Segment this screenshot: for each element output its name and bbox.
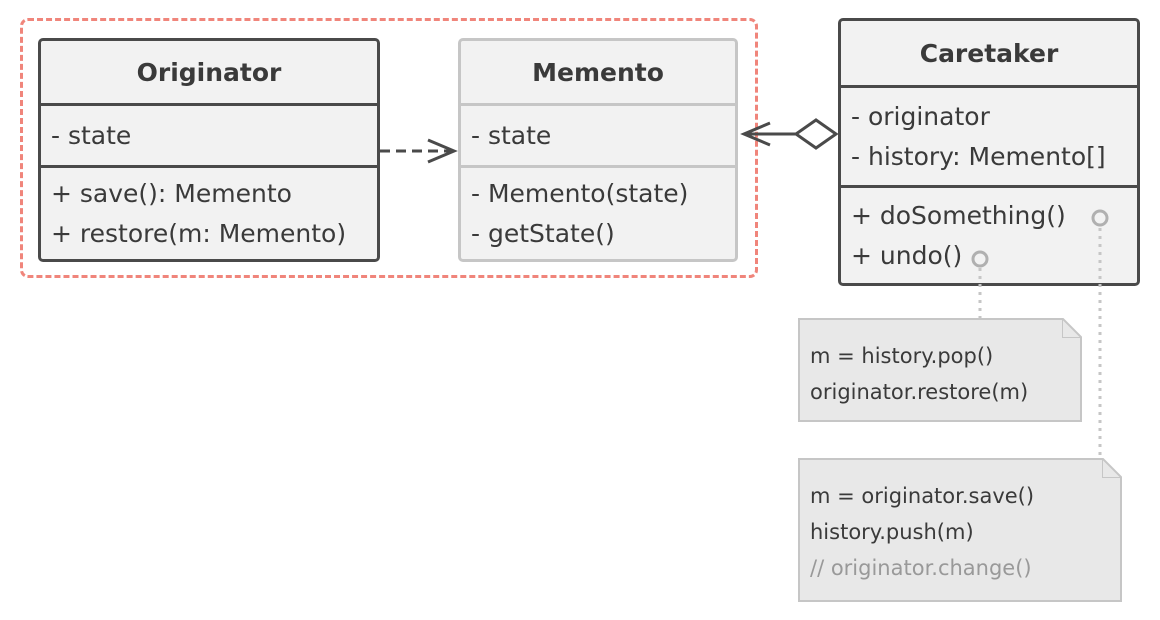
caretaker-methods: + doSomething() + undo() bbox=[841, 185, 1137, 283]
dosomething-note-line: history.push(m) bbox=[810, 520, 974, 544]
memento-fields: - state bbox=[461, 103, 735, 165]
memento-method-constructor: - Memento(state) bbox=[471, 178, 689, 208]
originator-method-save: + save(): Memento bbox=[51, 178, 292, 208]
aggregation-diamond-icon bbox=[793, 118, 839, 150]
nested-class-group-border bbox=[20, 18, 758, 278]
memento-methods: - Memento(state) - getState() bbox=[461, 165, 735, 259]
originator-fields: - state bbox=[41, 103, 377, 165]
caretaker-class: Caretaker - originator - history: Mement… bbox=[838, 18, 1140, 286]
caretaker-fields: - originator - history: Memento[] bbox=[841, 85, 1137, 185]
memento-class-title: Memento bbox=[532, 57, 664, 87]
dosomething-note-comment: // originator.change() bbox=[810, 556, 1032, 580]
dependency-arrowhead-icon bbox=[427, 138, 458, 164]
aggregation-arrowhead-icon bbox=[740, 121, 771, 147]
note-fold-corner-icon bbox=[1062, 318, 1082, 338]
memento-method-getstate: - getState() bbox=[471, 218, 615, 248]
memento-class: Memento - state - Memento(state) - getSt… bbox=[458, 38, 738, 262]
caretaker-method-dosomething: + doSomething() bbox=[851, 200, 1066, 230]
caretaker-class-title: Caretaker bbox=[919, 38, 1059, 68]
dosomething-note-line: m = originator.save() bbox=[810, 484, 1035, 508]
originator-field-state: - state bbox=[51, 120, 132, 150]
originator-class-title: Originator bbox=[136, 57, 282, 87]
originator-method-restore: + restore(m: Memento) bbox=[51, 218, 347, 248]
memento-field-state: - state bbox=[471, 120, 552, 150]
caretaker-field-history: - history: Memento[] bbox=[851, 141, 1106, 171]
undo-code-note: m = history.pop() originator.restore(m) bbox=[798, 318, 1082, 422]
caretaker-field-originator: - originator bbox=[851, 101, 990, 131]
dosomething-note-anchor-icon bbox=[1091, 209, 1109, 227]
originator-class: Originator - state + save(): Memento + r… bbox=[38, 38, 380, 262]
undo-note-anchor-icon bbox=[971, 250, 989, 268]
undo-note-line: originator.restore(m) bbox=[810, 380, 1029, 404]
caretaker-method-undo: + undo() bbox=[851, 240, 963, 270]
dosomething-code-note: m = originator.save() history.push(m) //… bbox=[798, 458, 1122, 602]
undo-note-line: m = history.pop() bbox=[810, 344, 994, 368]
note-fold-corner-icon bbox=[1102, 458, 1122, 478]
originator-methods: + save(): Memento + restore(m: Memento) bbox=[41, 165, 377, 259]
